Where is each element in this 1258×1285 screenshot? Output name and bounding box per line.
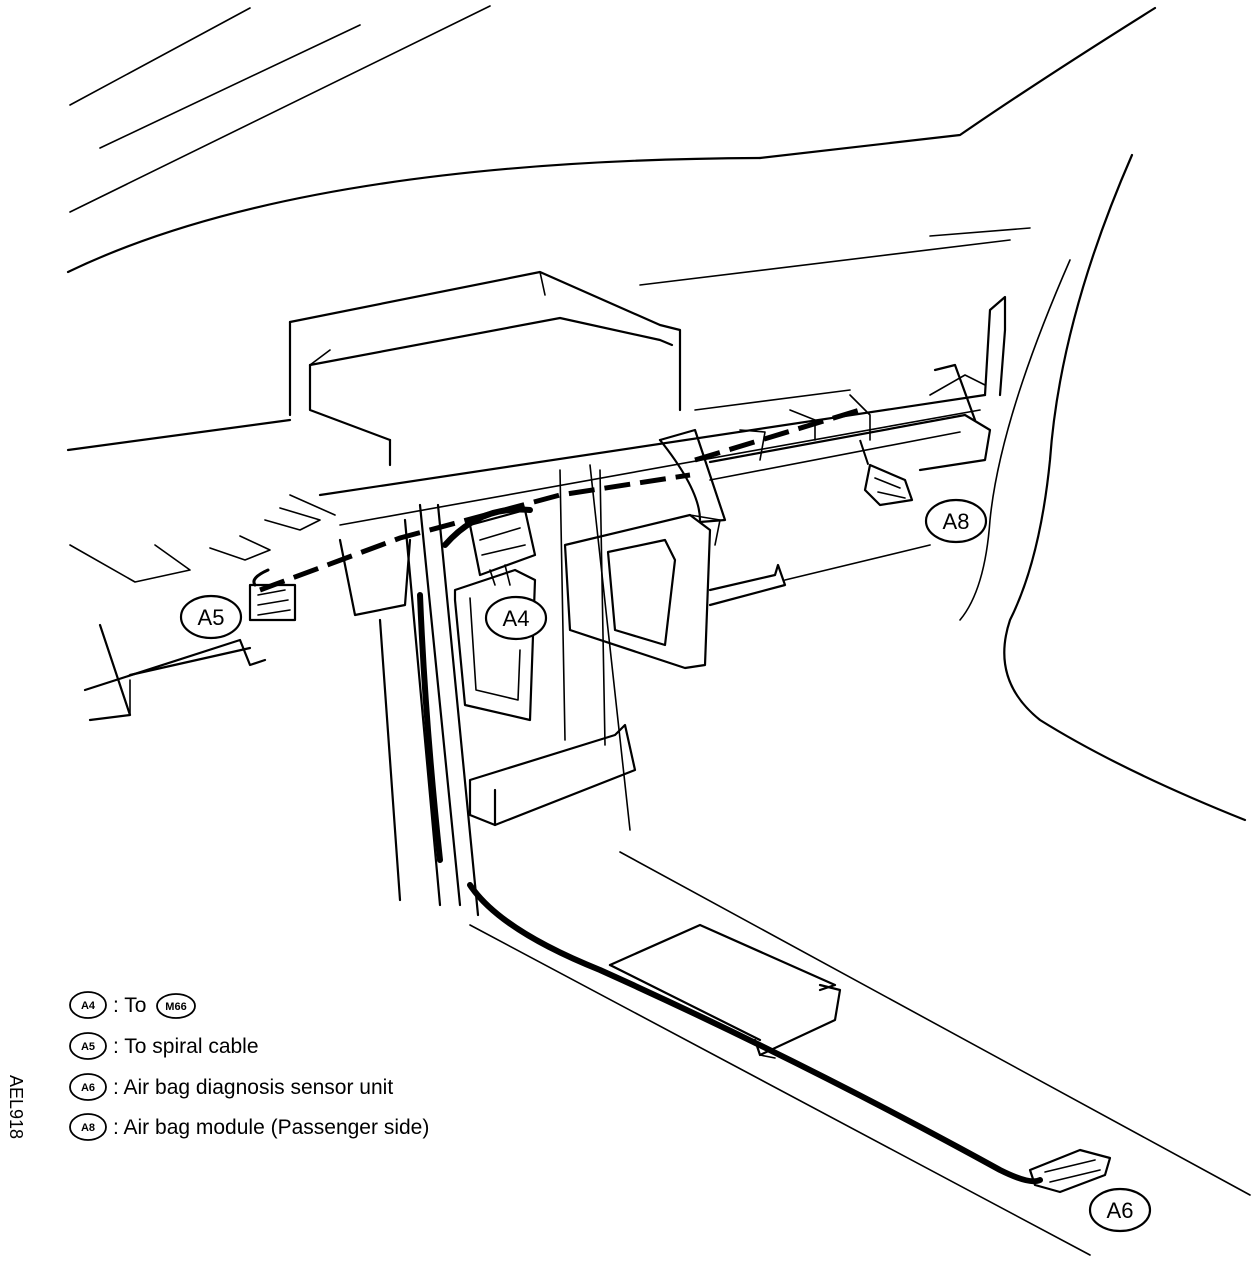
steering-support bbox=[338, 464, 631, 917]
connector-a8 bbox=[863, 463, 914, 507]
legend-text: : To bbox=[113, 994, 146, 1017]
wiring-harness bbox=[259, 407, 1043, 1185]
callout-a6: A6 bbox=[1088, 1187, 1152, 1233]
callout-a8-label: A8 bbox=[943, 509, 970, 534]
callout-a4: A4 bbox=[484, 595, 548, 641]
a4-bracket bbox=[453, 568, 537, 722]
callout-a8: A8 bbox=[924, 498, 988, 544]
callout-a5: A5 bbox=[179, 594, 243, 640]
legend-row-a5: A5 : To spiral cable bbox=[69, 1032, 259, 1060]
glove-box bbox=[563, 513, 721, 670]
legend-code: A5 bbox=[81, 1041, 95, 1053]
legend-row-a4: A4 : To M66 bbox=[69, 991, 196, 1019]
cross-brace bbox=[468, 723, 637, 827]
callout-a4-label: A4 bbox=[503, 606, 530, 631]
connector-a6 bbox=[1028, 1148, 1112, 1194]
left-dash-panels bbox=[69, 494, 336, 722]
legend-row-a8: A8 : Air bag module (Passenger side) bbox=[69, 1113, 429, 1141]
right-dash-ribs bbox=[658, 363, 992, 607]
legend-ref: M66 bbox=[165, 1001, 186, 1013]
legend-code: A6 bbox=[81, 1082, 95, 1094]
legend-text: : Air bag module (Passenger side) bbox=[113, 1116, 429, 1139]
legend-code: A4 bbox=[81, 1000, 96, 1012]
dashboard-top bbox=[66, 295, 1007, 526]
legend: A4 : To M66 A5 : To spiral cable A6 : Ai… bbox=[69, 991, 429, 1141]
legend-text: : To spiral cable bbox=[113, 1035, 259, 1058]
legend-text: : Air bag diagnosis sensor unit bbox=[113, 1076, 393, 1099]
vent-housing bbox=[288, 270, 682, 442]
connector-a5 bbox=[248, 568, 297, 622]
legend-code: A8 bbox=[81, 1122, 95, 1134]
figure-id: AEL918 bbox=[6, 1075, 26, 1139]
callout-a6-label: A6 bbox=[1107, 1198, 1134, 1223]
legend-row-a6: A6 : Air bag diagnosis sensor unit bbox=[69, 1073, 393, 1101]
floor-panel bbox=[469, 851, 1251, 1256]
callout-a5-label: A5 bbox=[198, 605, 225, 630]
connector-a4 bbox=[468, 508, 537, 586]
windshield-lines bbox=[66, 5, 1157, 286]
door-pillar bbox=[959, 153, 1247, 822]
